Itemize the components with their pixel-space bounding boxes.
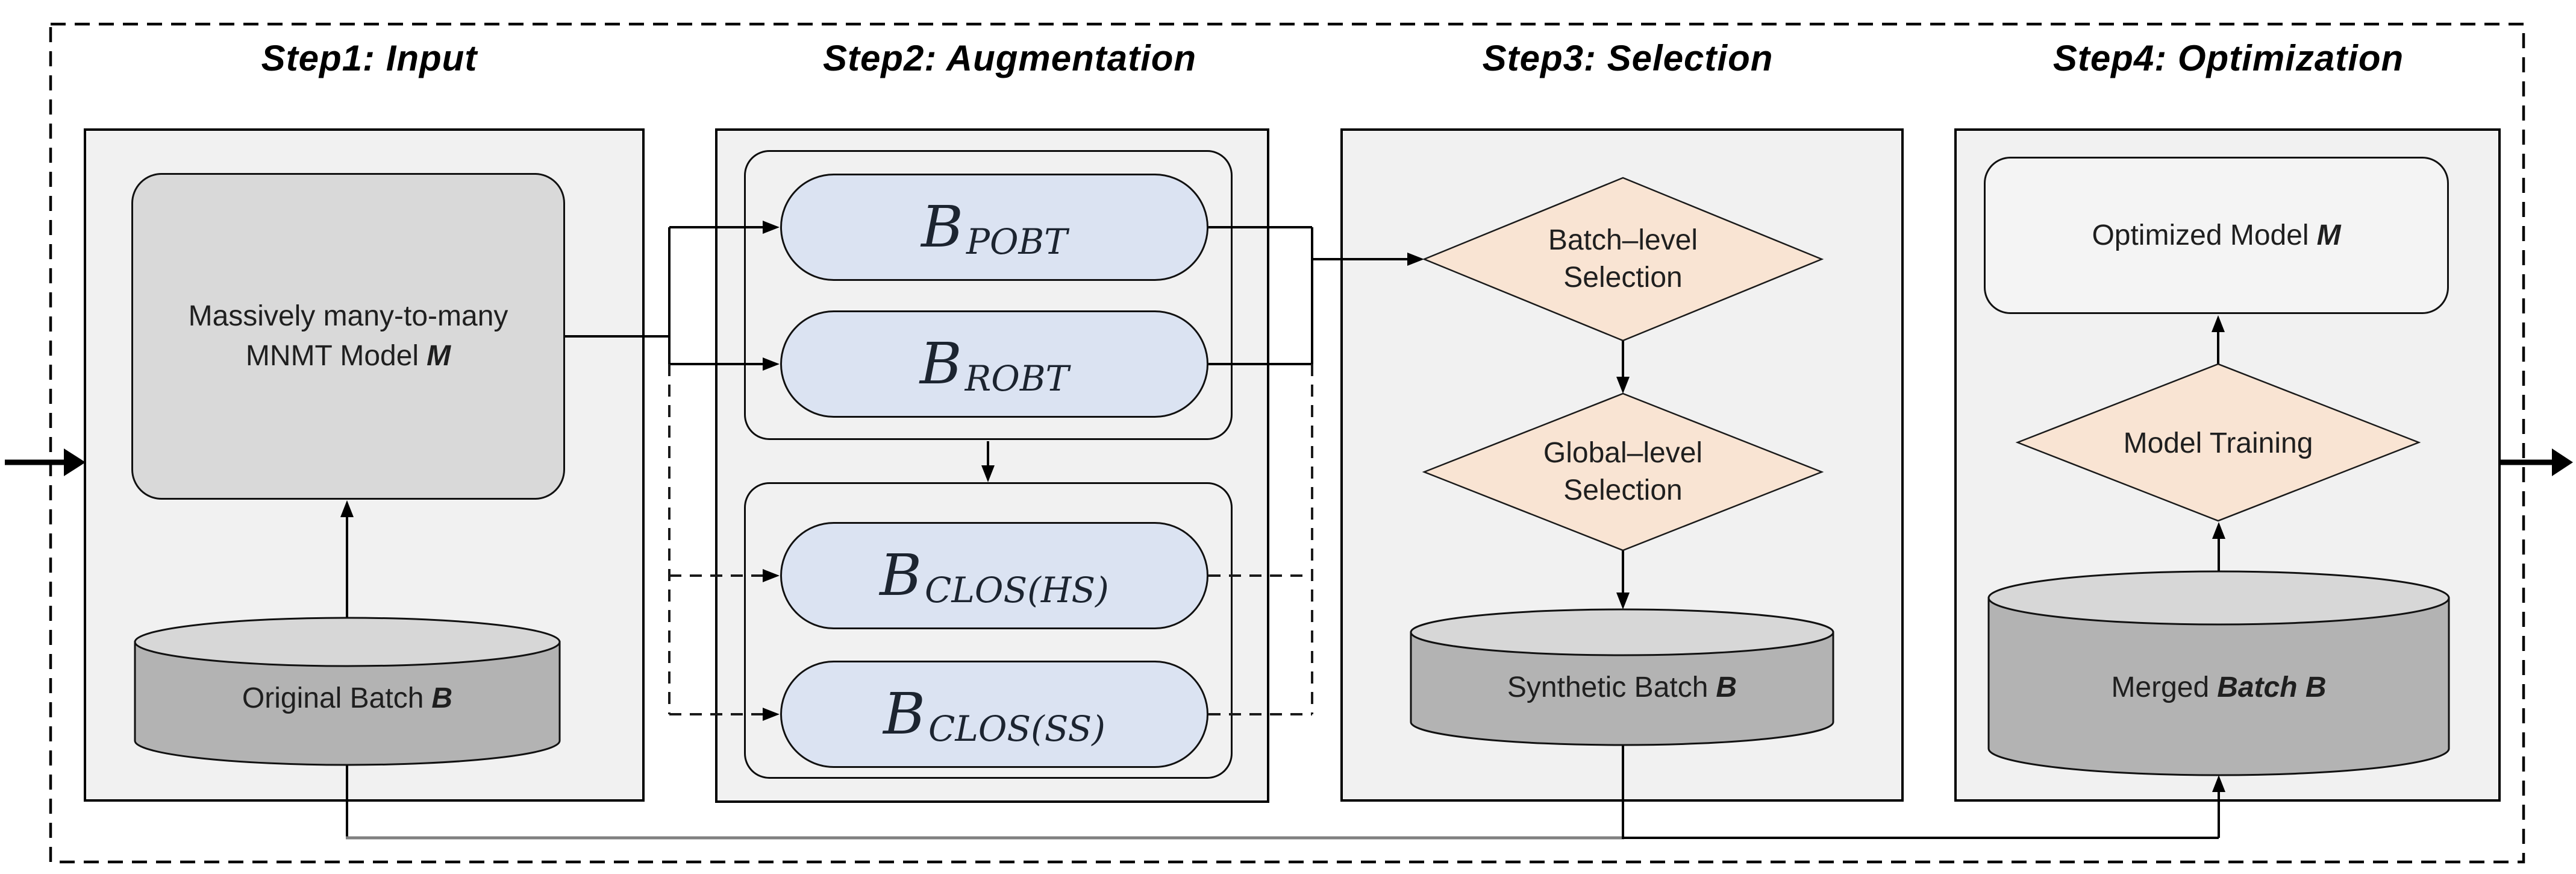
batch-level-selection-label: Batch–level Selection: [1548, 224, 1698, 294]
outer-dashed-border: [49, 22, 2525, 864]
global-level-selection-diamond: [1422, 392, 1824, 552]
model-to-augmentation-bus: [564, 221, 780, 721]
step4-title: Step4: Optimization: [2052, 38, 2404, 78]
input-flow-arrow: [5, 448, 86, 476]
batch-level-selection-diamond: [1422, 177, 1824, 342]
step2-title: Step2: Augmentation: [822, 38, 1197, 78]
augmentation-to-selection-bus: [1208, 226, 1424, 715]
batch-merge-feedback-line: [346, 745, 2225, 840]
augmentation-clos-group: [744, 482, 1233, 779]
step1-title: Step1: Input: [261, 38, 478, 78]
synthetic-batch-cylinder: [1410, 608, 1834, 746]
merged-batch-cylinder: [1987, 570, 2450, 776]
step3-title: Step3: Selection: [1482, 38, 1774, 78]
model-training-label: Model Training: [2123, 427, 2313, 459]
original-batch-cylinder: [134, 617, 561, 766]
output-flow-arrow: [2501, 448, 2573, 476]
augmentation-bt-group: [744, 150, 1233, 440]
global-level-selection-label: Global–level Selection: [1543, 437, 1703, 506]
model-training-diamond: [2015, 363, 2421, 522]
